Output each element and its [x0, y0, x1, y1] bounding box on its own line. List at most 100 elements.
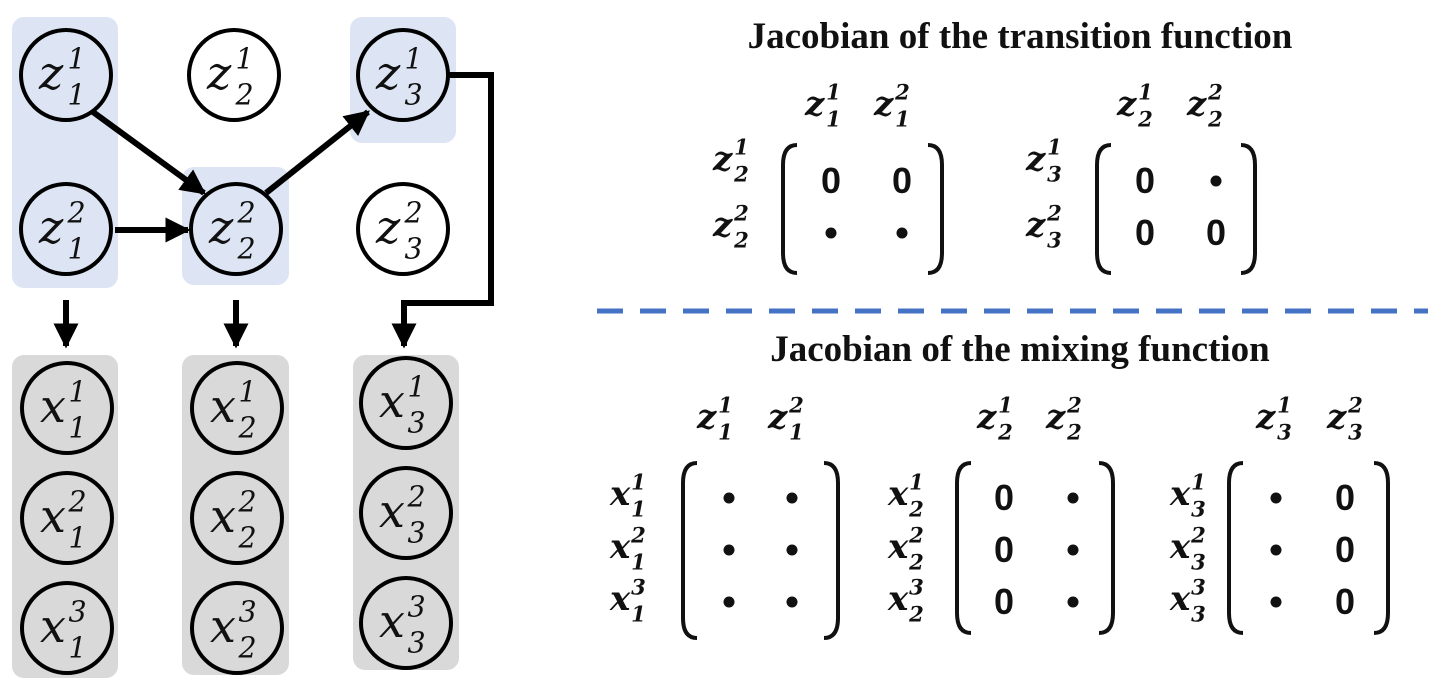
transition-matrix-0-row-1-sup: 2	[733, 201, 749, 226]
transition-matrix-1-col-1-base: z	[1186, 84, 1207, 124]
node-label-x13-sup: 1	[408, 370, 426, 403]
node-label-z21-base: z	[38, 200, 64, 254]
node-label-x21-sub: 1	[69, 522, 87, 555]
mixing-matrix-0-row-1-sup: 2	[630, 523, 646, 548]
mixing-matrix-1-col-1-base: z	[1045, 397, 1066, 437]
mixing-matrix-1-cell-1-0: 0	[994, 529, 1014, 570]
mixing-matrix-1-right-bracket	[1098, 461, 1115, 635]
node-label-x33-sup: 3	[408, 590, 426, 623]
edge-z13-x13	[391, 72, 494, 349]
mixing-matrix-2-row-1-base: x	[1169, 527, 1191, 567]
transition-matrix-1-row-0-sub: 3	[1047, 162, 1062, 187]
node-circle	[20, 581, 114, 675]
mixing-matrix-2-row-2-sup: 3	[1191, 575, 1206, 600]
mixing-matrix-1-row-1-sup: 2	[908, 523, 924, 548]
node-circle	[20, 361, 114, 455]
mixing-matrix-1-col-1-sub: 2	[1066, 420, 1082, 445]
node-label-z22-sup: 2	[237, 196, 256, 229]
mixing-matrix-0-col-0-sub: 1	[718, 420, 733, 445]
mixing-matrix-2-row-2-sub: 3	[1191, 602, 1206, 627]
mixing-matrix-0-row-1-base: x	[609, 527, 631, 567]
transition-matrix-0-col-0-base: z	[804, 84, 825, 124]
transition-matrix-1-cell-1-0: 0	[1135, 212, 1155, 253]
mixing-matrix-0-right-bracket	[823, 461, 840, 640]
transition-matrix-1-row-0-sup: 1	[1047, 135, 1062, 160]
node-label-z21-sub: 1	[68, 233, 86, 266]
edges	[53, 72, 494, 349]
node-circle	[359, 466, 453, 560]
node-label-x23-base: x	[379, 484, 405, 538]
node-label-z13-sup: 1	[405, 42, 423, 75]
node-label-x22-sub: 2	[238, 522, 257, 555]
node-label-z11-sup: 1	[68, 42, 86, 75]
mixing-matrix-1-col-0-sup: 1	[998, 393, 1013, 418]
transition-matrix-0-row-0-base: z	[712, 139, 733, 179]
mixing-matrix-1-left-bracket	[955, 461, 972, 635]
node-label-z12-sup: 1	[236, 42, 254, 75]
mixing-matrix-2-row-1-sup: 2	[1190, 523, 1206, 548]
mixing-matrix-0-row-0-base: x	[609, 474, 631, 514]
mixing-matrix-0-col-0-base: z	[696, 397, 717, 437]
edge-z22-z13	[264, 109, 370, 196]
node-label-x33-sub: 3	[408, 627, 426, 660]
transition-matrix-0-col-1-sub: 1	[895, 107, 910, 132]
node-label-z13-base: z	[375, 46, 401, 100]
mixing-matrix-2-cell-1-1: 0	[1335, 529, 1355, 570]
transition-matrix-0-left-bracket	[781, 143, 798, 275]
node-label-x32-sub: 2	[238, 632, 257, 665]
mixing-matrix-1-row-1-sub: 2	[908, 550, 924, 575]
mixing-matrix-1-row-0-sup: 1	[909, 470, 924, 495]
mixing-matrix-2-right-bracket	[1373, 461, 1390, 635]
mixing-matrix-2-cell-2-0	[1270, 596, 1282, 608]
mixing-matrix-0-cell-2-0	[723, 596, 735, 608]
transition-matrix-0-cell-0-1: 0	[892, 160, 912, 201]
mixing-matrix-2-row-0-sub: 3	[1191, 497, 1206, 522]
node-label-z21-sup: 2	[67, 196, 86, 229]
node-label-z22-base: z	[208, 200, 234, 254]
mixing-matrix-2-col-0-sup: 1	[1277, 393, 1292, 418]
transition-matrix-0-col-1-sup: 2	[894, 80, 910, 105]
transition-matrix-1-col-1-sup: 2	[1207, 80, 1223, 105]
node-label-x12-base: x	[210, 379, 236, 433]
mixing-matrix-0-row-2-sup: 3	[631, 575, 646, 600]
node-label-x11-base: x	[40, 379, 66, 433]
transition-matrix-1-row-0-base: z	[1025, 139, 1046, 179]
mixing-matrix-1-cell-0-0: 0	[994, 477, 1014, 518]
mixing-matrix-0-row-2-sub: 1	[631, 602, 646, 627]
mixing-title: Jacobian of the mixing function	[770, 329, 1270, 370]
mixing-matrix-0-left-bracket	[681, 461, 698, 640]
transition-matrix-1-cell-0-1	[1210, 175, 1222, 187]
node-label-x12-sub: 2	[238, 412, 257, 445]
mixing-matrix-2-col-1-base: z	[1326, 397, 1347, 437]
node-circle	[190, 361, 284, 455]
